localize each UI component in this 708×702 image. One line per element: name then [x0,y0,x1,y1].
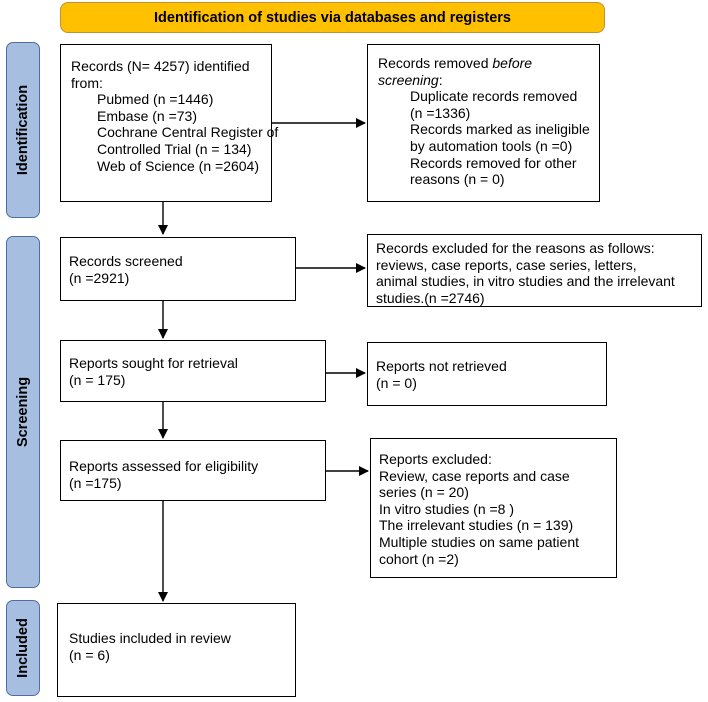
phase-included: Included [6,600,40,696]
records-excluded-box: Records excluded for the reasons as foll… [367,234,702,307]
reports-excluded-line7: cohort (n =2) [379,550,459,567]
reports-excluded-line6: Multiple studies on same patient [379,533,579,550]
studies-included-line2: (n = 6) [69,646,110,663]
source-cochrane-1: Cochrane Central Register of [97,124,279,141]
studies-included-box: Studies included in review (n = 6) [57,603,296,697]
reports-not-retrieved-line2: (n = 0) [376,374,417,391]
removed-duplicate-2: (n =1336) [410,104,471,121]
records-identified-line2: from: [71,74,103,91]
reports-assessed-line2: (n =175) [69,474,122,491]
reports-assessed-box: Reports assessed for eligibility (n =175… [60,440,326,501]
records-excluded-line3: animal studies, in vitro studies and the… [376,273,675,290]
reports-sought-box: Reports sought for retrieval (n = 175) [60,340,326,402]
reports-assessed-line1: Reports assessed for eligibility [69,458,259,474]
records-excluded-line4: studies.(n =2746) [376,289,485,306]
studies-included-line1: Studies included in review [69,630,231,646]
reports-not-retrieved-box: Reports not retrieved (n = 0) [367,342,607,406]
header-banner: Identification of studies via databases … [60,2,605,33]
phase-identification: Identification [6,42,40,218]
records-screened-line1: Records screened [69,253,183,269]
removed-ineligible-1: Records marked as ineligible [410,121,590,138]
reports-sought-line1: Reports sought for retrieval [69,355,238,371]
reports-sought-line2: (n = 175) [69,371,126,388]
reports-excluded-line4: In vitro studies (n =8 ) [379,500,515,517]
source-embase: Embase (n =73) [97,107,197,124]
reports-not-retrieved-line1: Reports not retrieved [376,358,507,374]
reports-excluded-box: Reports excluded: Review, case reports a… [370,438,617,578]
reports-excluded-line5: The irrelevant studies (n = 139) [379,517,574,534]
records-removed-line2: screening: [378,71,443,88]
records-screened-box: Records screened (n =2921) [60,237,296,301]
header-title: Identification of studies via databases … [154,9,511,26]
records-excluded-line2: reviews, case reports, case series, lett… [376,256,637,273]
records-screened-line2: (n =2921) [69,269,130,286]
removed-duplicate-1: Duplicate records removed [410,88,578,105]
source-cochrane-2: Controlled Trial (n = 134) [97,140,252,157]
source-web-of-science: Web of Science (n =2604) [97,157,260,174]
removed-other-2: reasons (n = 0) [410,171,505,188]
records-excluded-line1: Records excluded for the reasons as foll… [376,240,655,256]
records-identified-box: Records (N= 4257) identified from: Pubme… [60,44,279,202]
source-pubmed: Pubmed (n =1446) [97,91,214,108]
phase-screening: Screening [6,236,40,588]
removed-other-1: Records removed for other [410,154,577,171]
records-removed-line1: Records removed before [378,55,533,71]
reports-excluded-line2: Review, case reports and case [379,467,570,484]
records-removed-box: Records removed before screening: Duplic… [367,44,600,202]
removed-ineligible-2: by automation tools (n =0) [410,137,573,154]
reports-excluded-line1: Reports excluded: [379,451,492,467]
records-identified-line1: Records (N= 4257) identified [71,58,250,74]
reports-excluded-line3: series (n = 20) [379,484,469,501]
